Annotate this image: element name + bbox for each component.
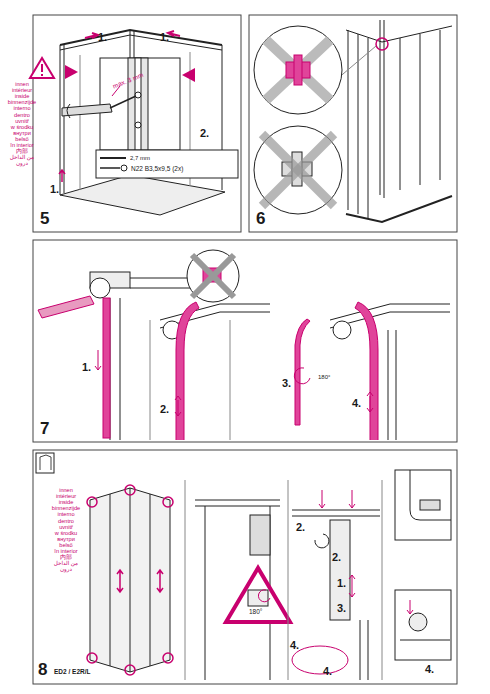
callout-label: 2. xyxy=(160,404,169,415)
language-note: inside xyxy=(2,94,42,100)
language-note: innen xyxy=(2,82,42,88)
language-note: dentro xyxy=(46,519,86,525)
language-note: 内部 xyxy=(2,149,42,155)
step-number: 6 xyxy=(256,210,265,227)
language-note: w środku xyxy=(2,125,42,131)
callout-label: 1. xyxy=(82,362,91,373)
language-note: درون xyxy=(2,161,42,167)
language-note: uvnitř xyxy=(46,525,86,531)
callout-label: 2. xyxy=(200,128,209,139)
step-number: 7 xyxy=(40,420,49,437)
language-note: من الداخل xyxy=(2,155,42,161)
callout-label: 2,7 mm xyxy=(130,155,150,161)
callout-label: 1. xyxy=(337,578,346,589)
callout-label: 2. xyxy=(332,552,341,563)
language-note: inside xyxy=(46,500,86,506)
callout-label: 4. xyxy=(323,666,332,677)
callout-label: 1. xyxy=(98,32,107,43)
language-note: în interior xyxy=(46,549,86,555)
callout-label: 1. xyxy=(50,184,59,195)
language-note: w środku xyxy=(46,531,86,537)
language-note: внутри xyxy=(2,131,42,137)
language-note: interno xyxy=(46,512,86,518)
callout-label: 180° xyxy=(249,609,262,616)
callout-label: 4. xyxy=(352,398,361,409)
language-note: în interior xyxy=(2,143,42,149)
language-note: belső xyxy=(2,137,42,143)
language-note: intérieur xyxy=(46,494,86,500)
callout-label: 4. xyxy=(425,664,434,675)
language-note: binnenzijde xyxy=(46,506,86,512)
language-note: внутри xyxy=(46,537,86,543)
callout-label: 1. xyxy=(160,32,169,43)
callout-label: ED2 / E2R/L xyxy=(54,669,90,676)
callout-label: 3. xyxy=(282,378,291,389)
language-note: intérieur xyxy=(2,88,42,94)
language-note: من الداخل xyxy=(46,561,86,567)
step-number: 8 xyxy=(38,661,47,678)
callout-label: 180° xyxy=(318,374,330,380)
callout-label: N22 B3,5x9,5 (2x) xyxy=(131,166,183,173)
callout-label: 4. xyxy=(290,640,299,651)
language-note: dentro xyxy=(2,113,42,119)
language-note: innen xyxy=(46,488,86,494)
language-note: درون xyxy=(46,567,86,573)
language-note: binnenzijde xyxy=(2,100,42,106)
step-number: 5 xyxy=(40,210,49,227)
callout-label: 2. xyxy=(296,522,305,533)
callout-label: 3. xyxy=(337,603,346,614)
language-note: 内部 xyxy=(46,555,86,561)
language-note: uvnitř xyxy=(2,119,42,125)
language-note: belső xyxy=(46,543,86,549)
language-note: interno xyxy=(2,106,42,112)
